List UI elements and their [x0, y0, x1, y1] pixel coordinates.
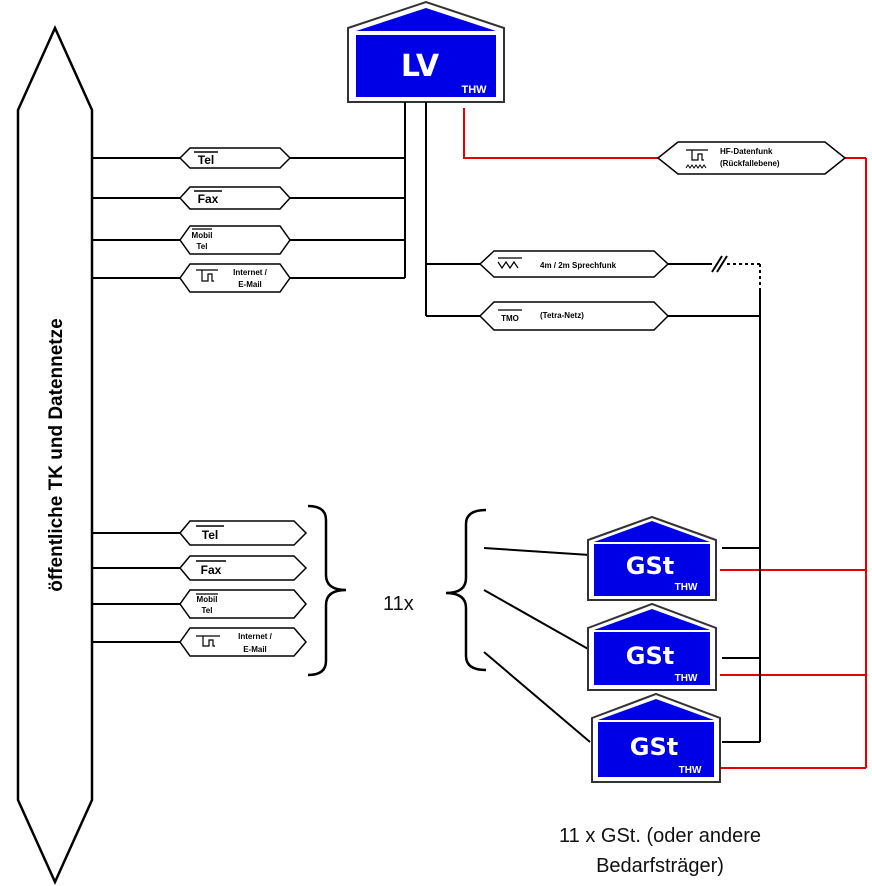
bottom-network-lines: [92, 532, 180, 643]
radio-lines: [668, 255, 761, 743]
gst-title: GSt: [626, 642, 674, 670]
data-signal-icon: [196, 269, 218, 282]
service-mobil-label-1: Mobil: [197, 595, 218, 604]
data-signal-icon: [686, 149, 708, 161]
service-fax-bottom: Fax: [179, 555, 308, 581]
service-mobil-label-2: Tel: [197, 242, 208, 251]
service-fax-label: Fax: [201, 563, 222, 577]
service-internet-label-2: E-Mail: [238, 280, 262, 289]
tmo-label: TMO: [501, 314, 519, 323]
tmo-text: (Tetra-Netz): [540, 311, 584, 320]
service-tel-label: Tel: [198, 153, 214, 167]
service-internet-label-1: Internet /: [238, 632, 273, 641]
gst-title: GSt: [626, 552, 674, 580]
hf-datenfunk: HF-Datenfunk (Rückfallebene): [656, 141, 847, 175]
hf-label-2: (Rückfallebene): [720, 159, 780, 168]
sprechfunk-label: 4m / 2m Sprechfunk: [540, 261, 617, 270]
wave-icon: [497, 260, 519, 270]
caption-line-2: Bedarfsträger): [596, 855, 724, 877]
multiplier-label: 11x: [383, 593, 414, 615]
service-internet-top: Internet / E-Mail: [179, 263, 291, 293]
right-brace: [307, 504, 347, 677]
service-mobil-bottom: Mobil Tel: [179, 589, 307, 619]
service-mobil-top: Mobil Tel: [179, 225, 291, 255]
gst-org: THW: [675, 673, 698, 684]
gst-org: THW: [679, 765, 702, 776]
lv-network-lines: [92, 102, 480, 317]
hf-red-lines: [463, 108, 867, 769]
gst-title: GSt: [630, 733, 678, 761]
tmo: TMO (Tetra-Netz): [478, 301, 670, 331]
service-mobil-label-2: Tel: [202, 606, 213, 615]
hf-label-1: HF-Datenfunk: [720, 147, 773, 156]
wave-icon: [685, 164, 707, 169]
gst-house-2: GSt THW: [587, 602, 717, 691]
gst-house-1: GSt THW: [587, 515, 717, 601]
service-fax-top: Fax: [178, 186, 292, 210]
service-fax-label: Fax: [198, 192, 219, 206]
service-tel-top: Tel: [178, 147, 292, 169]
service-internet-label-1: Internet /: [233, 268, 268, 277]
public-network-bar: öffentliche TK und Datennetze: [16, 24, 94, 886]
service-mobil-label-1: Mobil: [192, 231, 213, 240]
gst-connection-lines: [483, 547, 591, 743]
left-brace: [445, 508, 487, 672]
lv-org: THW: [461, 84, 487, 96]
gst-org: THW: [675, 582, 698, 593]
lv-house: LV THW: [347, 0, 505, 103]
gst-house-3: GSt THW: [591, 692, 721, 783]
data-signal-icon: [196, 635, 220, 647]
caption-line-1: 11 x GSt. (oder andere: [559, 825, 761, 847]
service-internet-bottom: Internet / E-Mail: [179, 627, 307, 657]
sprechfunk: 4m / 2m Sprechfunk: [478, 250, 670, 278]
lv-title: LV: [401, 49, 440, 84]
public-network-label: öffentliche TK und Datennetze: [46, 318, 67, 591]
service-internet-label-2: E-Mail: [243, 645, 267, 654]
service-tel-label: Tel: [202, 528, 218, 542]
service-tel-bottom: Tel: [179, 520, 308, 546]
